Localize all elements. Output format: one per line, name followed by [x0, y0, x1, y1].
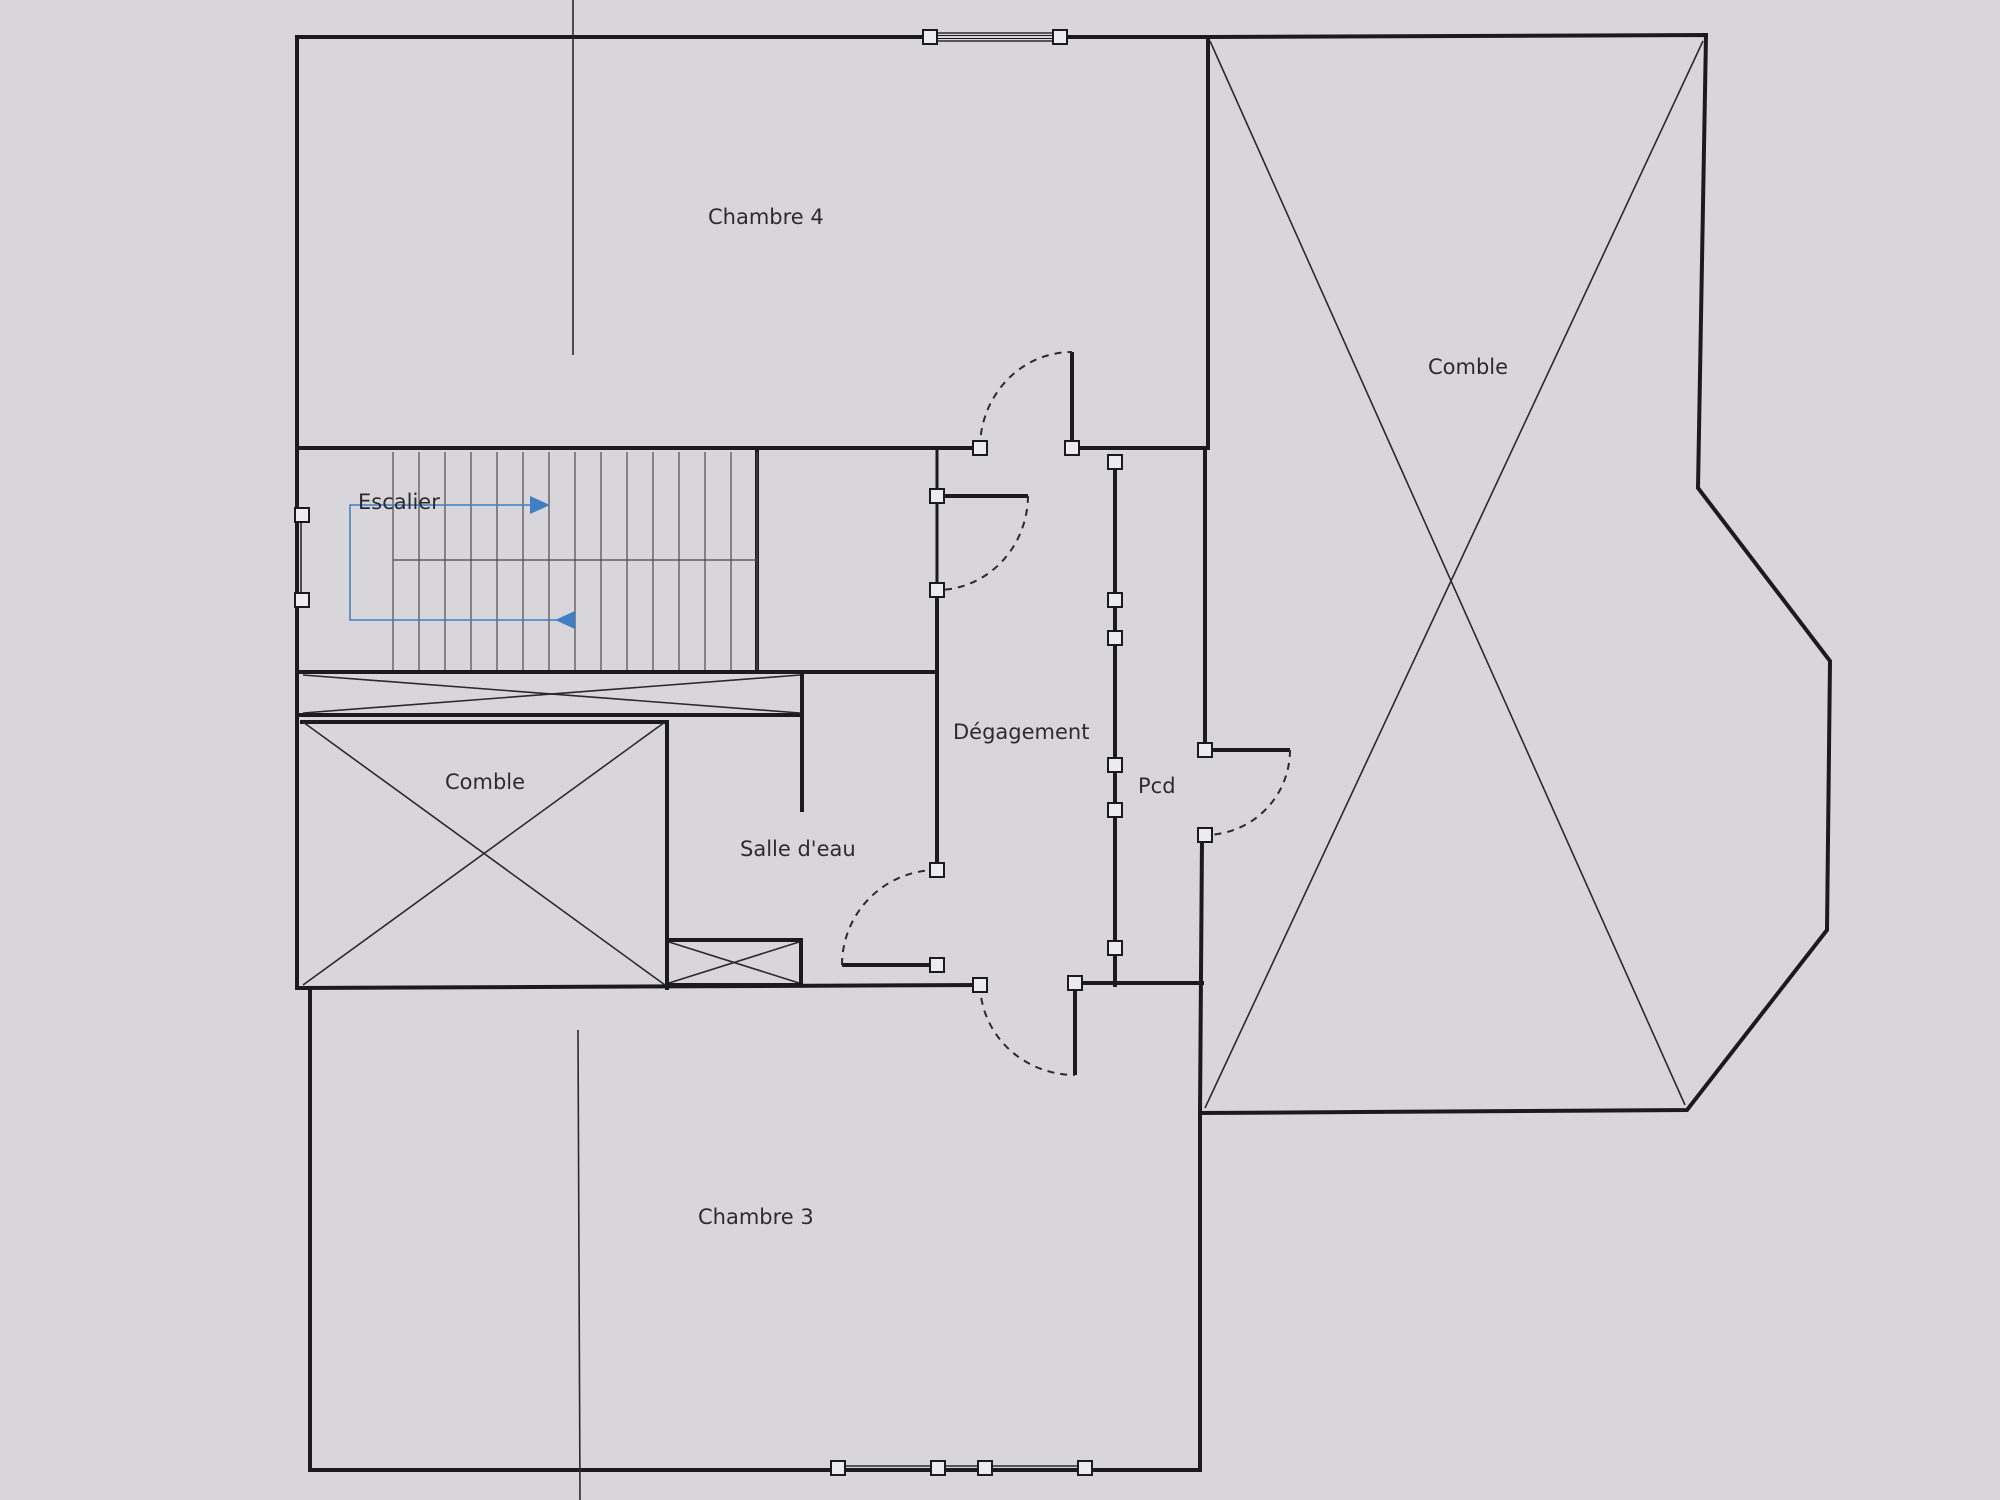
wall-node: [972, 440, 988, 456]
wall-node: [977, 1460, 993, 1476]
wall-node: [294, 592, 310, 608]
wall-node: [1107, 940, 1123, 956]
roof-lines: [572, 0, 581, 1500]
wall-node: [1107, 454, 1123, 470]
staircase: [392, 452, 758, 670]
stair-arrow-down: [555, 611, 575, 629]
label-chambre3: Chambre 3: [698, 1205, 814, 1229]
wall-node: [1107, 630, 1123, 646]
wall-node: [922, 29, 938, 45]
comble-right-cross: [1204, 40, 1704, 1109]
wall-node: [1197, 742, 1213, 758]
label-salle-eau: Salle d'eau: [740, 837, 856, 861]
label-pcd: Pcd: [1138, 774, 1176, 798]
wall-node: [830, 1460, 846, 1476]
interior-walls: [297, 35, 1210, 1116]
wall-node: [929, 957, 945, 973]
label-comble-left: Comble: [445, 770, 525, 794]
wall-node: [1067, 975, 1083, 991]
label-comble-right: Comble: [1428, 355, 1508, 379]
wall-node: [972, 977, 988, 993]
wall-node: [1107, 802, 1123, 818]
doors: [841, 351, 1291, 1076]
wall-node: [1107, 757, 1123, 773]
stair-direction: [349, 496, 575, 629]
stair-arrow-up: [530, 496, 550, 514]
wall-node: [929, 582, 945, 598]
wall-node: [1077, 1460, 1093, 1476]
wall-node: [1052, 29, 1068, 45]
room-labels: Chambre 4 Comble Escalier Dégagement Pcd…: [358, 205, 1508, 1229]
wall-node: [929, 862, 945, 878]
wall-node: [294, 507, 310, 523]
wall-node: [1064, 440, 1080, 456]
label-escalier: Escalier: [358, 490, 440, 514]
wall-node: [1197, 827, 1213, 843]
outer-wall-main: [295, 35, 1210, 1472]
wall-node: [929, 488, 945, 504]
label-chambre4: Chambre 4: [708, 205, 824, 229]
wall-nodes: [294, 29, 1213, 1476]
wall-node: [930, 1460, 946, 1476]
outer-wall-comble-right: [1197, 32, 1833, 1116]
label-degagement: Dégagement: [953, 720, 1089, 744]
wall-node: [1107, 592, 1123, 608]
outer-walls: [295, 32, 1833, 1472]
comble-left-cross: [302, 674, 801, 986]
